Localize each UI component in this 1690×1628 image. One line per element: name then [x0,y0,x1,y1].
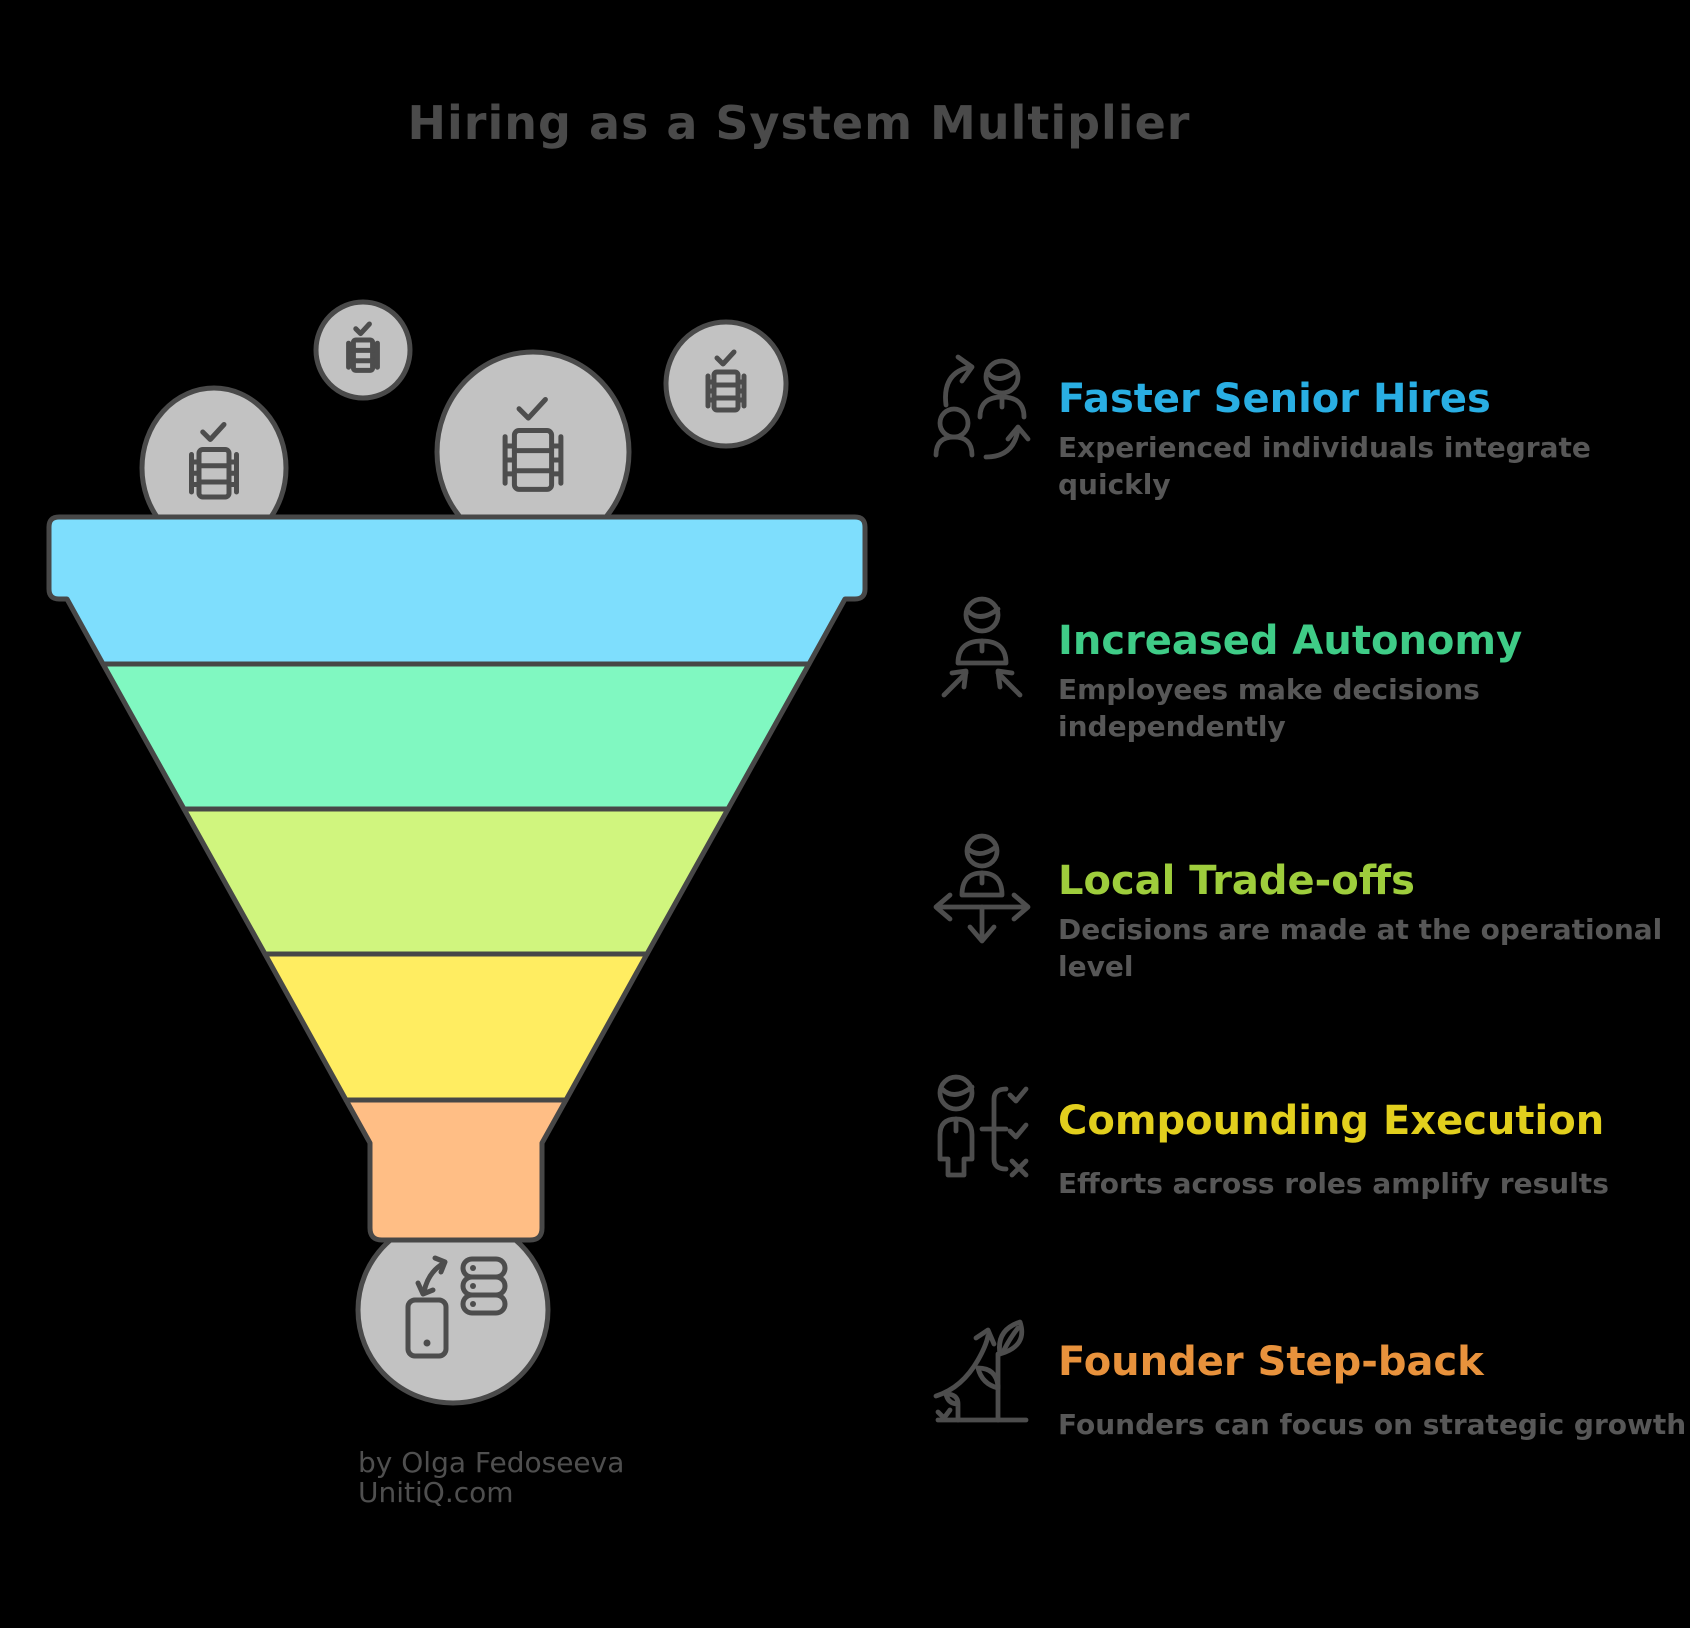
list-item-founder-step-back: Founder Step-back Founders can focus on … [930,1312,1687,1443]
item-heading: Compounding Execution [1058,1098,1605,1144]
candidate-bubble-2 [313,299,413,401]
autonomy-person-icon [930,591,1034,707]
list-item-increased-autonomy: Increased Autonomy Employees make decisi… [930,591,1658,745]
checklist-person-icon [930,1071,1034,1187]
attribution-site: UnitiQ.com [358,1476,514,1509]
item-description: Founders can focus on strategic growth [1058,1408,1687,1441]
item-description: Decisions are made at the operational le… [1058,913,1663,983]
funnel-level-1 [46,514,868,667]
funnel-level-4 [262,951,650,1103]
attribution: by Olga Fedoseeva UnitiQ.com [358,1448,624,1508]
output-bubble [355,1214,551,1406]
item-description: Efforts across roles amplify results [1058,1167,1609,1200]
list-item-local-trade-offs: Local Trade-offs Decisions are made at t… [930,831,1663,985]
directions-person-icon [930,831,1034,947]
item-heading: Founder Step-back [1058,1339,1484,1385]
people-swap-icon [930,349,1034,465]
item-description: Experienced individuals integrate quickl… [1058,431,1591,501]
growth-plant-icon [930,1312,1034,1428]
item-heading: Increased Autonomy [1058,618,1523,664]
funnel-level-3 [181,806,731,957]
candidate-bubble-4 [663,319,789,449]
item-description: Employees make decisions independently [1058,673,1480,743]
funnel-level-5 [343,1097,569,1243]
item-heading: Faster Senior Hires [1058,376,1491,422]
list-item-faster-senior-hires: Faster Senior Hires Experienced individu… [930,349,1658,503]
phone-sync-icon [405,1255,508,1359]
item-heading: Local Trade-offs [1058,858,1415,904]
funnel-level-2 [100,661,812,812]
list-item-compounding-execution: Compounding Execution Efforts across rol… [930,1071,1658,1202]
page-title: Hiring as a System Multiplier [407,96,1191,150]
attribution-author: by Olga Fedoseeva [358,1446,625,1479]
